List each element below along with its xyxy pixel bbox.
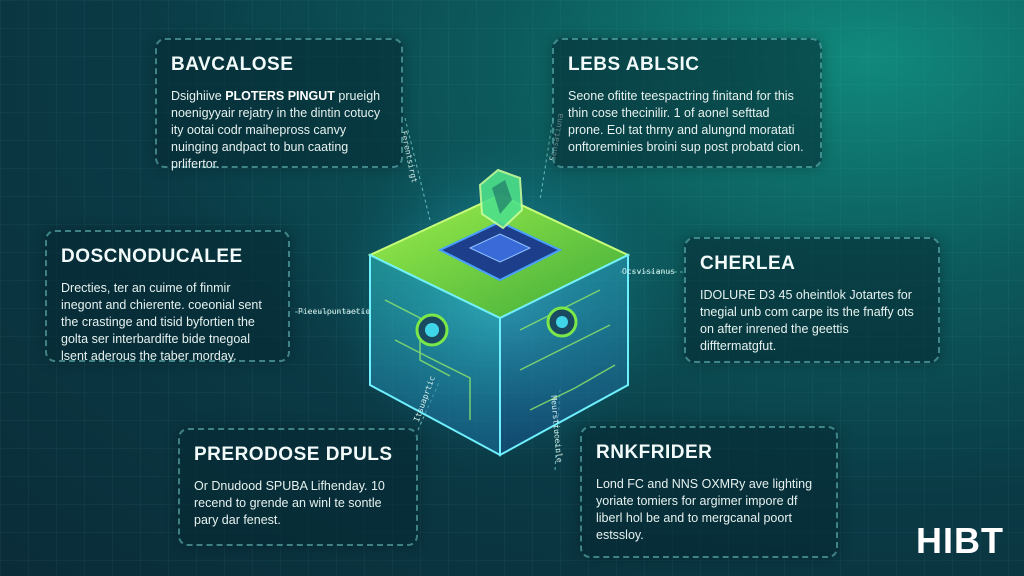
chip-right-face xyxy=(499,253,629,457)
chip-port-right-core xyxy=(556,316,568,328)
crystal-facet xyxy=(492,180,512,214)
card-body: Or Dnudood SPUBA Lifhenday. 10 recend to… xyxy=(194,479,385,527)
card-title: RNKFRIDER xyxy=(596,442,713,463)
connector-label-mid-left: Pieeulpuntaetio xyxy=(298,307,371,316)
card-bottom-right: RNKFRIDER Lond FC and NNS OXMRy ave ligh… xyxy=(580,426,838,558)
card-body: Seone ofitite teespactring finitand for … xyxy=(568,89,804,154)
brand-logo: HIBT xyxy=(916,520,1004,561)
card-mid-right: CHERLEA IDOLURE D3 45 oheintlok Jotartes… xyxy=(684,237,940,363)
card-body: Drecties, ter an cuime of finmir inegont… xyxy=(61,281,262,363)
card-mid-left: DOSCNODUCALEE Drecties, ter an cuime of … xyxy=(45,230,290,363)
connector-label-mid-right: Ocsvisianus xyxy=(622,267,675,276)
chip-port-left-core xyxy=(425,323,439,337)
card-title: CHERLEA xyxy=(700,253,796,274)
card-title: LEBS ABLSIC xyxy=(568,54,700,75)
card-title: DOSCNODUCALEE xyxy=(61,246,243,267)
card-body: Dsighiive PLOTERS PINGUT prueigh noenigy… xyxy=(171,89,381,171)
card-top-left: BAVCALOSE Dsighiive PLOTERS PINGUT pruei… xyxy=(155,38,403,171)
card-top-right: LEBS ABLSIC Seone ofitite teespactring f… xyxy=(552,38,822,168)
card-bottom-left: PRERODOSE DPULS Or Dnudood SPUBA Lifhend… xyxy=(178,428,418,546)
card-title: BAVCALOSE xyxy=(171,54,294,75)
card-body: IDOLURE D3 45 oheintlok Jotartes for tne… xyxy=(700,288,914,353)
card-title: PRERODOSE DPULS xyxy=(194,444,393,465)
card-body: Lond FC and NNS OXMRy ave lighting yoria… xyxy=(596,477,813,542)
processor-core xyxy=(468,233,532,263)
